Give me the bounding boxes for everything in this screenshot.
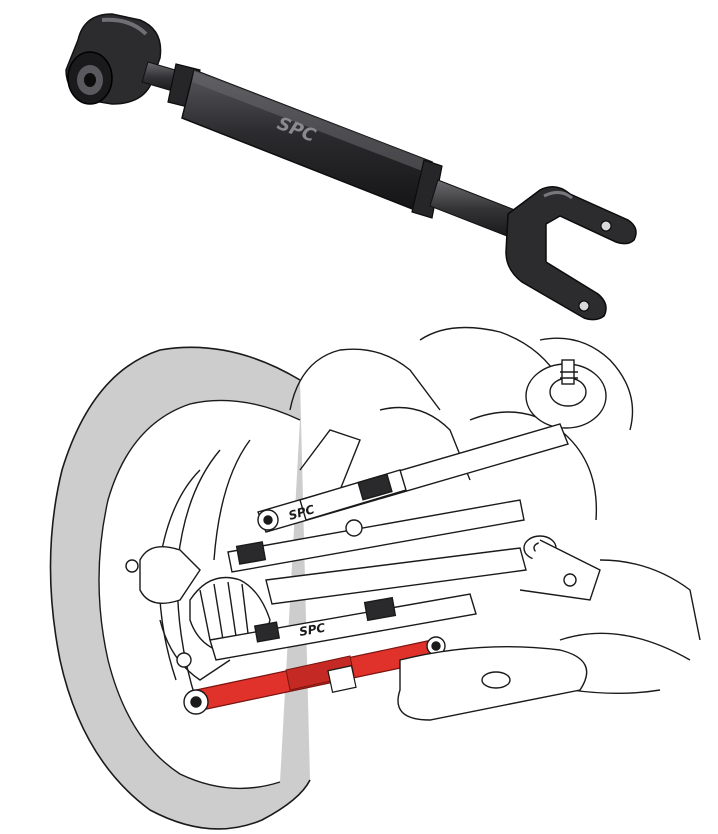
upper-mount [525,359,607,429]
lower-jam-nut [363,596,397,622]
lower-arm: SPC [209,593,477,661]
lower-arm-mark: SPC [298,621,326,639]
second-link [227,499,525,573]
upper-arm: SPC [257,423,569,533]
upper-jam-nut [357,473,393,501]
bushing-eye-end [65,13,162,105]
suspension-diagram: SPC SPC [49,326,701,830]
knuckle [125,546,231,681]
hex-body: SPC [181,68,433,214]
adjustable-arm-photo: SPC [65,13,637,321]
clevis-fork-end [505,186,637,321]
lower-control-arm [397,539,601,721]
highlighted-toe-link [183,636,446,715]
